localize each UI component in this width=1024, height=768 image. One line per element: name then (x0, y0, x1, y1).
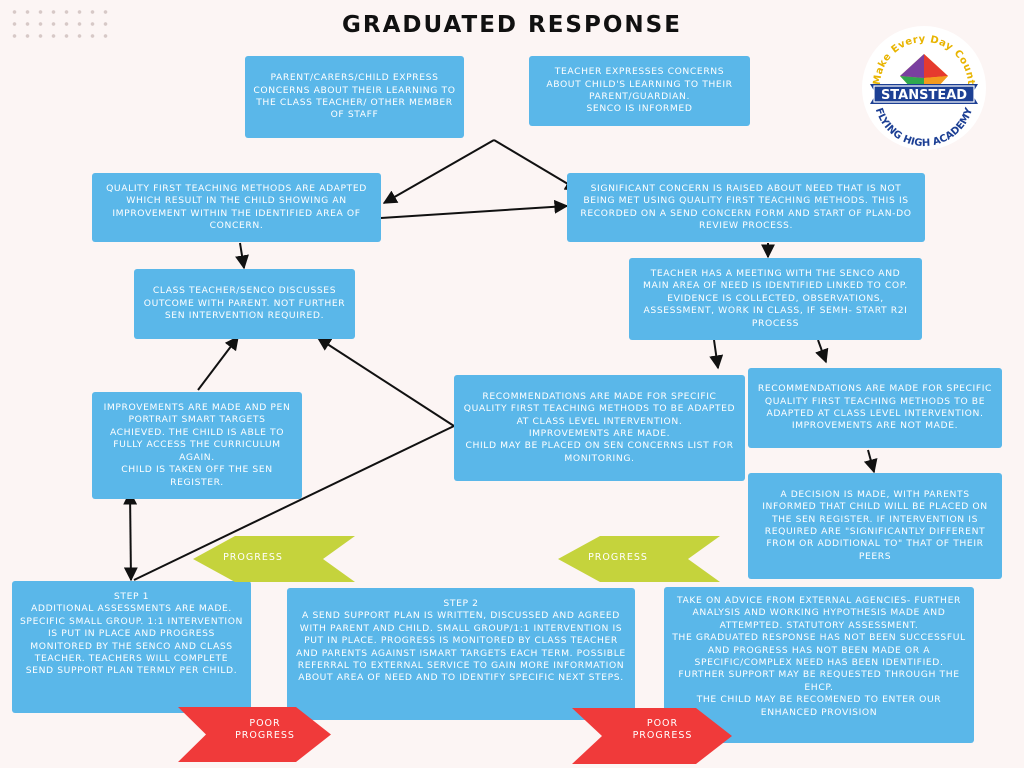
stanstead-logo: Make Every Day Count STANSTEAD FLYING HI… (862, 26, 986, 150)
logo-name: STANSTEAD (881, 88, 967, 103)
arrow-to-rec-not-improved (815, 339, 829, 364)
line-rec-to-step1 (133, 425, 455, 581)
progress-tag-1 (193, 536, 355, 582)
poor-progress-tag-1 (178, 707, 331, 762)
box-significant-concern: SIGNIFICANT CONCERN IS RAISED ABOUT NEED… (567, 173, 925, 242)
box-parent-concern: PARENT/CARERS/CHILD EXPRESS CONCERNS ABO… (245, 56, 464, 138)
progress-tag-2 (558, 536, 720, 582)
box-recommendations-improved: RECOMMENDATIONS ARE MADE FOR SPECIFIC QU… (454, 375, 745, 481)
arrow-to-quality-first (382, 139, 495, 204)
arrow-to-class-teacher (235, 242, 249, 270)
decorative-dot-grid (8, 6, 113, 40)
box-decision: A DECISION IS MADE, WITH PARENTS INFORME… (748, 473, 1002, 579)
box-step-2: STEP 2 A SEND SUPPORT PLAN IS WRITTEN, D… (287, 588, 635, 720)
box-external-agencies: TAKE ON ADVICE FROM EXTERNAL AGENCIES- F… (664, 587, 974, 743)
box-quality-first: QUALITY FIRST TEACHING METHODS ARE ADAPT… (92, 173, 381, 242)
arrow-step1-improvements (123, 490, 138, 582)
box-teacher-meeting: TEACHER HAS A MEETING WITH THE SENCO AND… (629, 258, 922, 340)
arrow-rec-to-class-teacher (316, 337, 455, 427)
page-title: GRADUATED RESPONSE (342, 12, 682, 38)
arrow-quality-to-significant (380, 199, 569, 219)
arrow-to-rec-improved (709, 339, 724, 370)
progress-label-2: PROGRESS (588, 552, 648, 563)
box-teacher-concern: TEACHER EXPRESSES CONCERNS ABOUT CHILD'S… (529, 56, 750, 126)
box-class-teacher-senco: CLASS TEACHER/SENCO DISCUSSES OUTCOME WI… (134, 269, 355, 339)
arrow-to-significant-concern (493, 139, 580, 191)
arrow-to-decision (863, 449, 878, 474)
box-improvements-made: IMPROVEMENTS ARE MADE AND PEN PORTRAIT S… (92, 392, 302, 499)
poor-progress-label-2: POOR PROGRESS (632, 718, 693, 741)
poor-progress-label-1: POOR PROGRESS (235, 718, 295, 741)
arrow-improvements-to-class-teacher (197, 335, 239, 391)
box-step-1: STEP 1 ADDITIONAL ASSESSMENTS ARE MADE. … (12, 581, 251, 713)
box-recommendations-not-improved: RECOMMENDATIONS ARE MADE FOR SPECIFIC QU… (748, 368, 1002, 448)
progress-label-1: PROGRESS (223, 552, 283, 563)
poor-progress-tag-2 (572, 708, 732, 764)
